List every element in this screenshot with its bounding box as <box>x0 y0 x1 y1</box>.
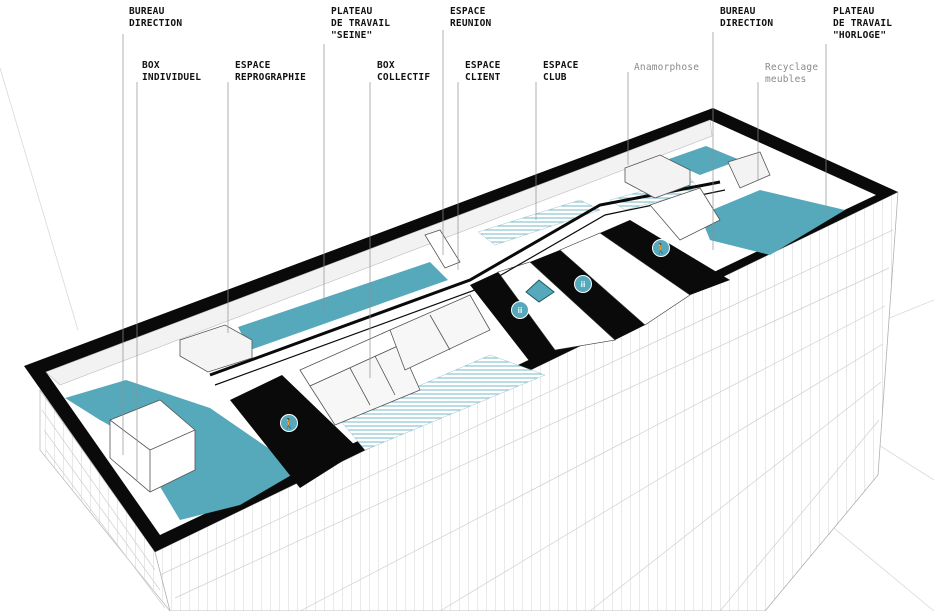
label-plateau-horloge: PLATEAU DE TRAVAIL "HORLOGE" <box>833 6 893 41</box>
label-bureau-direction-right: BUREAU DIRECTION <box>720 6 774 29</box>
label-box-individuel: BOX INDIVIDUEL <box>142 60 202 83</box>
group-icon: ⅲ <box>574 275 592 293</box>
person-walking-icon: 🚶 <box>652 239 670 257</box>
back-wall <box>45 119 713 386</box>
group-icon: ⅲ <box>511 301 529 319</box>
label-recyclage-meubles: Recyclage meubles <box>765 62 819 85</box>
label-box-collectif: BOX COLLECTIF <box>377 60 431 83</box>
person-walking-icon: 🚶 <box>280 414 298 432</box>
svg-text:ⅲ: ⅲ <box>580 280 585 289</box>
floor-bands <box>159 229 894 611</box>
diamond-icon <box>525 279 555 303</box>
room-boxes <box>109 151 771 493</box>
label-espace-reunion: ESPACE REUNION <box>450 6 492 29</box>
svg-text:🚶: 🚶 <box>655 242 667 255</box>
leader-lines <box>122 30 827 480</box>
black-bands <box>230 220 730 488</box>
label-anamorphose: Anamorphose <box>634 62 700 73</box>
svg-text:ⅲ: ⅲ <box>517 306 522 315</box>
label-plateau-seine: PLATEAU DE TRAVAIL "SEINE" <box>331 6 391 41</box>
label-espace-reprographie: ESPACE REPROGRAPHIE <box>235 60 307 83</box>
svg-text:🚶: 🚶 <box>283 417 295 430</box>
label-bureau-direction-left: BUREAU DIRECTION <box>129 6 183 29</box>
label-espace-club: ESPACE CLUB <box>543 60 579 83</box>
label-espace-client: ESPACE CLIENT <box>465 60 501 83</box>
